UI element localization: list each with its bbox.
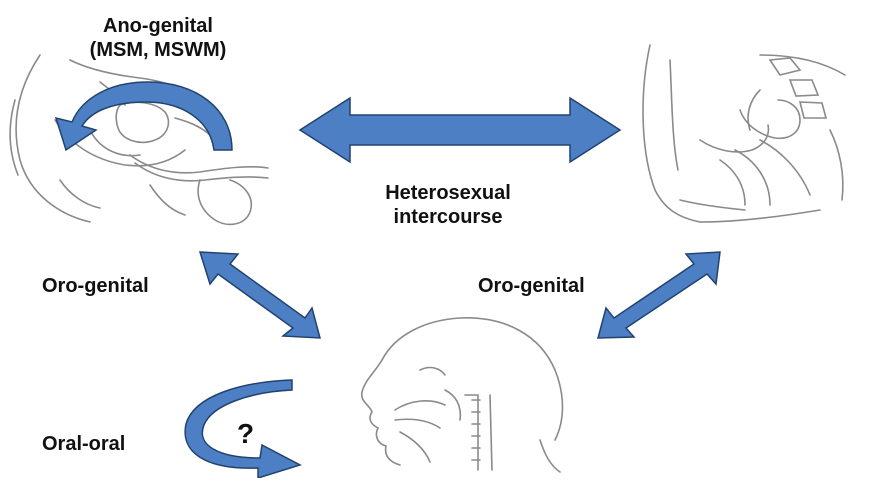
oro-genital-left-label: Oro-genital	[42, 274, 149, 298]
female-pelvis-illustration	[643, 45, 845, 222]
intercourse-label: intercourse	[394, 205, 503, 229]
heterosexual-label: Heterosexual	[385, 181, 511, 205]
head-neck-illustration	[362, 318, 563, 472]
heterosexual-double-arrow	[300, 98, 620, 162]
ano-genital-label: Ano-genital	[103, 14, 213, 38]
ano-genital-curved-arrow	[56, 82, 232, 150]
ano-genital-sublabel: (MSM, MSWM)	[90, 38, 227, 62]
oro-genital-right-label: Oro-genital	[478, 274, 585, 298]
oro-genital-right-arrow	[598, 252, 720, 338]
oral-oral-label: Oral-oral	[42, 432, 125, 456]
question-mark: ?	[237, 418, 254, 450]
oro-genital-left-arrow	[200, 252, 320, 338]
